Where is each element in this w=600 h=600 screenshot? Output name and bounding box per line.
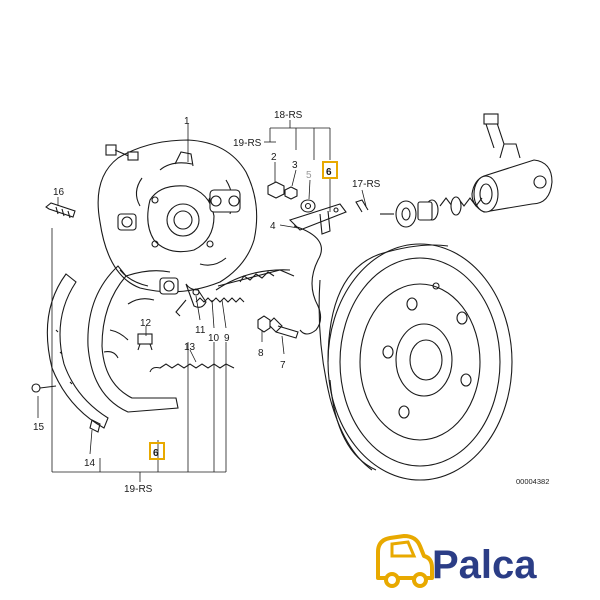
- callout-lines: [37, 120, 367, 482]
- fastener-3: [284, 186, 298, 200]
- backing-plate: [97, 139, 258, 293]
- wheel-cylinder-exploded: [355, 113, 553, 228]
- plate-wheel-cylinder: [209, 189, 241, 213]
- brake-shoe-assembly: [87, 265, 179, 413]
- clip-12: [137, 333, 153, 351]
- screw-15: [31, 383, 57, 393]
- label-part-2: 2: [271, 152, 277, 163]
- label-part-1: 1: [184, 116, 190, 127]
- label-part-16: 16: [53, 187, 65, 198]
- brake-lining-14: [46, 273, 109, 433]
- nut-8: [257, 315, 271, 333]
- label-part-9: 9: [224, 333, 230, 344]
- label-part-5: 5: [306, 170, 312, 181]
- label-part-17rs: 17-RS: [352, 179, 381, 190]
- label-part-6-bottom: 6: [153, 448, 159, 459]
- label-part-8: 8: [258, 348, 264, 359]
- label-part-12: 12: [140, 318, 152, 329]
- label-part-6-top: 6: [326, 167, 332, 178]
- label-part-18rs: 18-RS: [274, 110, 303, 121]
- label-part-19rs-top: 19-RS: [233, 138, 262, 149]
- van-icon: [376, 534, 434, 588]
- bolt-7: [267, 317, 299, 339]
- brand-name: Palca: [432, 543, 537, 587]
- label-part-13: 13: [184, 342, 196, 353]
- palca-logo: Palca: [376, 534, 537, 588]
- return-springs: [149, 269, 295, 373]
- label-part-19rs-bottom: 19-RS: [124, 484, 153, 495]
- washer-5: [300, 199, 316, 213]
- bolt-top: [105, 144, 139, 161]
- fastener-2: [267, 181, 285, 199]
- label-part-7: 7: [280, 360, 286, 371]
- highlight-6-bottom: [149, 442, 165, 460]
- label-part-14: 14: [84, 458, 96, 469]
- bracket-6: [288, 203, 347, 235]
- bolt-16: [45, 202, 76, 219]
- label-part-15: 15: [33, 422, 45, 433]
- brake-drum: [318, 243, 513, 481]
- highlight-6-top: [322, 161, 338, 179]
- spring-4: [293, 225, 322, 335]
- plate-hardware: [117, 213, 179, 295]
- label-part-4: 4: [270, 221, 276, 232]
- label-part-10: 10: [208, 333, 220, 344]
- adjuster-lever: [175, 283, 207, 317]
- diagram-code: 00004382: [516, 477, 549, 486]
- label-part-11: 11: [195, 325, 206, 336]
- label-part-3: 3: [292, 160, 298, 171]
